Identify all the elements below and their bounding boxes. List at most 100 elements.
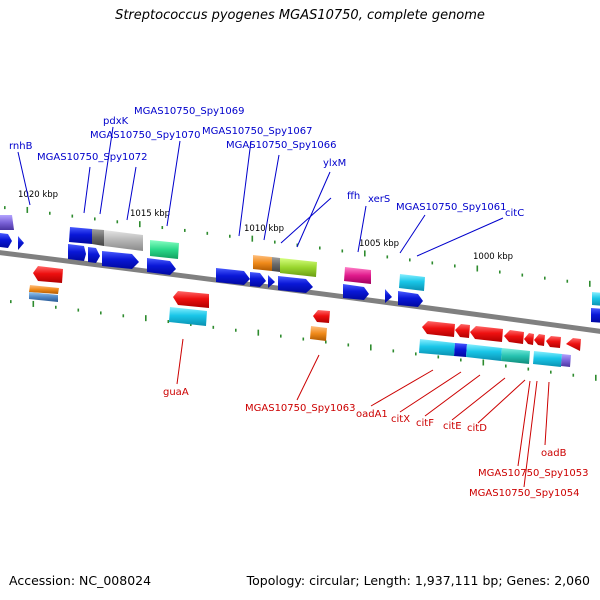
reverse-gene-labels: guaA MGAS10750_Spy1063 oadA1 citX citF c… <box>163 387 588 499</box>
gene-label: MGAS10750_Spy1070 <box>90 130 200 141</box>
gene-label: oadA1 <box>356 409 388 420</box>
scale-dot <box>116 220 119 224</box>
scale-dot <box>454 264 456 268</box>
gene-arrow <box>173 291 209 308</box>
gene-label: MGAS10750_Spy1061 <box>396 202 506 213</box>
gene-label: citE <box>443 421 462 432</box>
scale-dot <box>325 340 327 344</box>
scale-dot <box>409 258 411 262</box>
gene-label: pdxK <box>103 116 129 127</box>
gene-arrow <box>344 267 371 284</box>
gene-arrow <box>169 307 207 326</box>
kbp-ticks: 1020 kbp 1015 kbp 1010 kbp 1005 kbp 1000… <box>18 190 513 262</box>
scale-dot <box>122 314 125 318</box>
gene-label: guaA <box>163 387 189 398</box>
scale-dot <box>100 311 102 315</box>
gene-label: citD <box>467 423 487 434</box>
scale-dot <box>49 211 51 215</box>
scale-dot <box>184 228 186 232</box>
scale-dot <box>280 334 282 338</box>
gene-arrow <box>343 284 369 300</box>
tick-label: 1010 kbp <box>244 224 284 234</box>
scale-dot <box>386 255 389 259</box>
gene-label: MGAS10750_Spy1054 <box>469 488 579 499</box>
gene-label: MGAS10750_Spy1072 <box>37 152 147 163</box>
scale-dot <box>145 315 147 322</box>
gene-arrow <box>591 308 600 323</box>
gene-label: MGAS10750_Spy1069 <box>134 106 244 117</box>
gene-arrow <box>29 292 58 302</box>
tick-label: 1020 kbp <box>18 190 58 200</box>
scale-dot <box>77 308 80 312</box>
scale-dot <box>10 300 12 304</box>
scale-dot <box>257 329 260 336</box>
gene-label: xerS <box>368 194 390 205</box>
scale-dot <box>364 250 366 257</box>
scale-dot <box>212 325 215 329</box>
scale-dot <box>32 300 35 307</box>
scale-dot <box>527 367 530 371</box>
gene-label: MGAS10750_Spy1067 <box>202 126 312 137</box>
gene-arrow <box>250 272 266 287</box>
gene-arrow <box>470 326 503 342</box>
scale-dot <box>566 279 569 283</box>
reverse-strand-genes <box>29 266 581 367</box>
scale-dot <box>476 265 479 272</box>
gene-arrow <box>546 336 561 348</box>
gene-arrow <box>280 258 317 277</box>
scale-dot <box>229 234 231 238</box>
scale-dot <box>521 273 524 277</box>
tick-label: 1005 kbp <box>359 239 399 249</box>
scale-dot <box>55 305 57 309</box>
genome-summary-text: Topology: circular; Length: 1,937,111 bp… <box>246 573 590 588</box>
scale-dot <box>274 240 276 244</box>
forward-strand-genes <box>0 215 600 323</box>
gene-arrow <box>216 268 250 285</box>
gene-arrow <box>310 326 327 341</box>
gene-arrow <box>313 310 330 323</box>
accession-text: Accession: NC_008024 <box>9 573 152 588</box>
scale-dot <box>544 276 546 280</box>
scale-dot <box>94 217 96 221</box>
gene-arrow <box>466 344 502 361</box>
scale-dot <box>595 374 597 381</box>
gene-label: MGAS10750_Spy1053 <box>478 468 588 479</box>
gene-arrow <box>504 330 524 344</box>
gene-arrow <box>69 227 92 244</box>
scale-dot <box>235 328 237 332</box>
tick-label: 1015 kbp <box>130 209 170 219</box>
gene-arrow <box>88 247 100 263</box>
scale-dot <box>572 373 575 377</box>
gene-arrow <box>29 285 59 294</box>
gene-label: MGAS10750_Spy1066 <box>226 140 336 151</box>
gene-label: citX <box>391 414 410 425</box>
scale-dot <box>370 344 372 351</box>
gene-label: ffh <box>347 191 360 202</box>
gene-arrow <box>33 266 63 283</box>
gene-label: citF <box>416 418 434 429</box>
scale-dot <box>167 320 170 324</box>
scale-dots <box>4 206 597 381</box>
gene-arrow <box>534 334 545 346</box>
gene-label: oadB <box>541 448 567 459</box>
scale-dot <box>460 358 462 362</box>
scale-dot <box>190 322 192 326</box>
gene-arrow <box>147 258 176 275</box>
scale-dot <box>161 226 164 230</box>
gene-arrow <box>501 348 530 364</box>
gene-arrow <box>102 251 139 269</box>
gene-arrow <box>278 276 313 293</box>
scale-dot <box>415 352 417 356</box>
gene-arrow <box>533 351 562 367</box>
leader-lines <box>17 126 550 488</box>
scale-dot <box>505 364 507 368</box>
scale-dot <box>499 270 501 274</box>
tick-label: 1000 kbp <box>473 252 513 262</box>
gene-arrow <box>455 324 470 338</box>
gene-arrow <box>68 244 86 261</box>
gene-arrow <box>150 240 179 259</box>
gene-arrow <box>398 291 423 307</box>
gene-arrow <box>592 292 600 306</box>
scale-dot <box>341 249 344 253</box>
gene-label: ylxM <box>323 158 346 169</box>
